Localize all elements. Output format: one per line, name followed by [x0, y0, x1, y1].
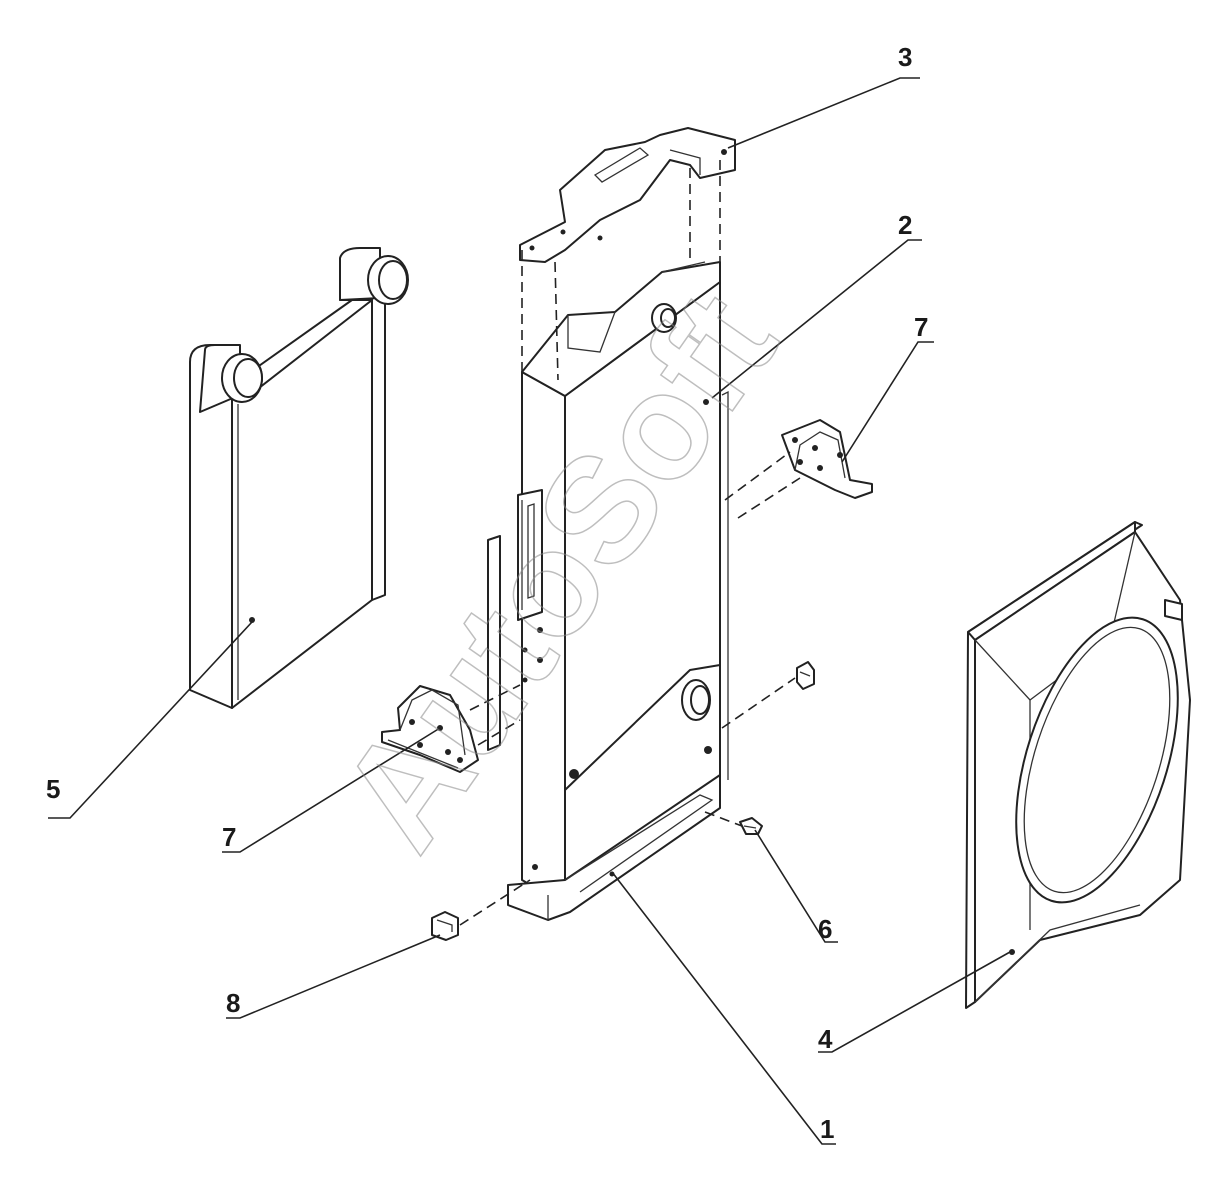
assembly-lines: [459, 160, 801, 926]
callout-4: 4: [818, 1024, 833, 1054]
part-1-frame: [507, 774, 721, 921]
part-3-top-bracket: [519, 127, 736, 263]
part-4-fan-shroud: [965, 521, 1191, 1009]
callout-7-left: 7: [222, 822, 236, 852]
part-7-bracket-right: [781, 419, 873, 499]
part-7-bracket-left: [381, 685, 479, 773]
callout-6: 6: [818, 914, 832, 944]
callout-2: 2: [898, 210, 912, 240]
callout-5: 5: [46, 774, 60, 804]
callout-leaders: [48, 77, 1011, 1145]
part-6-bolt: [739, 817, 763, 835]
part-5-intercooler: [189, 247, 409, 709]
callout-labels: 3 2 7 5 7 8 6 4 1: [46, 42, 928, 1144]
callout-1: 1: [820, 1114, 834, 1144]
part-8-clip: [431, 911, 459, 941]
clip-right: [796, 661, 815, 690]
callout-3: 3: [898, 42, 912, 72]
callout-8: 8: [226, 988, 240, 1018]
callout-7-right: 7: [914, 312, 928, 342]
